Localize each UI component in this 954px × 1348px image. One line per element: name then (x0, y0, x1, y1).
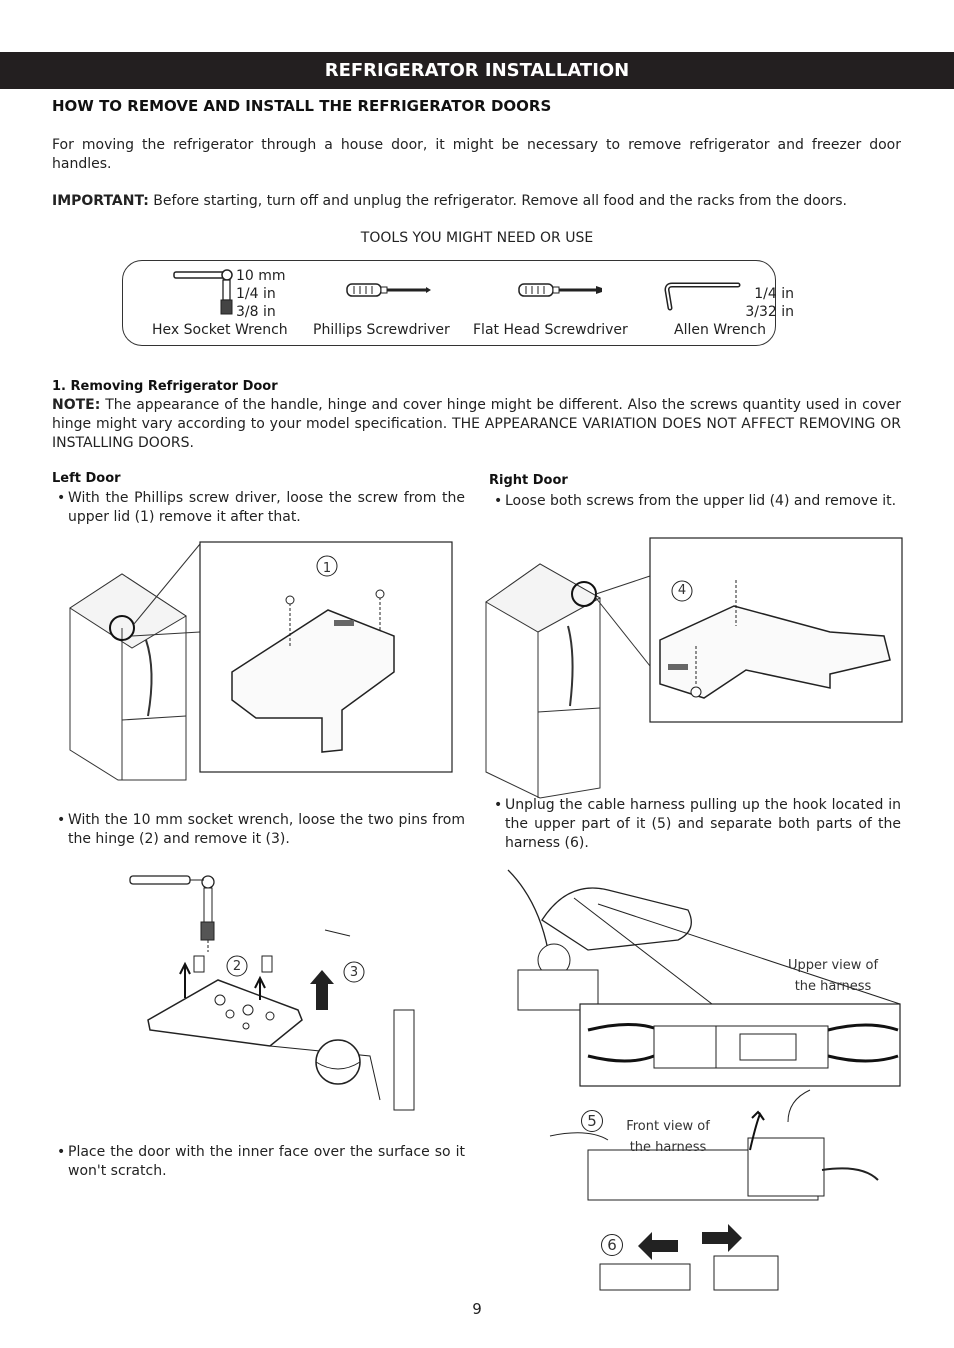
bullet-dot: • (494, 493, 503, 509)
phillips-label: Phillips Screwdriver (313, 322, 450, 338)
bullet-dot: • (494, 797, 503, 813)
hex-wrench-sizes: 10 mm 1/4 in 3/8 in (236, 267, 286, 321)
callout-5: 5 (581, 1110, 603, 1132)
hex-size-quarter: 1/4 in (236, 286, 276, 302)
callout-2: 2 (232, 959, 242, 974)
right-door-title: Right Door (489, 473, 568, 488)
left-step1: •With the Phillips screw driver, loose t… (57, 489, 465, 527)
left-step3-text: Place the door with the inner face over … (68, 1144, 465, 1179)
hex-size-three-eighths: 3/8 in (236, 304, 276, 320)
allen-size-quarter: 1/4 in (754, 286, 794, 302)
flat-head-label: Flat Head Screwdriver (473, 322, 628, 338)
section-title: HOW TO REMOVE AND INSTALL THE REFRIGERAT… (52, 97, 552, 115)
intro-paragraph: For moving the refrigerator through a ho… (52, 137, 901, 172)
right-door-upper-lid-illustration (485, 537, 903, 799)
note-paragraph: NOTE: The appearance of the handle, hing… (52, 396, 901, 453)
right-step1: •Loose both screws from the upper lid (4… (494, 492, 901, 511)
right-door-harness-illustration (507, 869, 901, 1291)
flat-head-screwdriver-icon (518, 283, 602, 297)
bullet-dot: • (57, 490, 66, 506)
phillips-screwdriver-icon (346, 283, 431, 297)
left-door-upper-lid-illustration (69, 541, 453, 781)
left-step2-text: With the 10 mm socket wrench, loose the … (68, 812, 465, 847)
bullet-dot: • (57, 1144, 66, 1160)
front-view-line2: the harness (629, 1140, 707, 1155)
upper-view-line2: the harness (794, 979, 872, 994)
hex-wrench-label: Hex Socket Wrench (152, 322, 288, 338)
front-view-line1: Front view of (626, 1119, 710, 1134)
removing-title: 1. Removing Refrigerator Door (52, 379, 278, 394)
left-door-title: Left Door (52, 471, 121, 486)
important-paragraph: IMPORTANT: Before starting, turn off and… (52, 192, 901, 211)
left-step2: •With the 10 mm socket wrench, loose the… (57, 811, 465, 849)
page-header-title: REFRIGERATOR INSTALLATION (324, 60, 630, 81)
upper-view-callout: Upper view of the harness (779, 955, 887, 997)
important-text: Before starting, turn off and unplug the… (148, 193, 847, 209)
callout-1: 1 (322, 561, 332, 576)
note-label: NOTE: (52, 397, 101, 413)
allen-size-three-thirtyseconds: 3/32 in (745, 304, 794, 320)
left-step3: •Place the door with the inner face over… (57, 1143, 465, 1181)
right-step1-text: Loose both screws from the upper lid (4)… (505, 493, 897, 509)
callout-3: 3 (349, 965, 359, 980)
front-view-callout: Front view of the harness (620, 1116, 716, 1158)
page-number: 9 (472, 1300, 482, 1318)
allen-wrench-sizes: 1/4 in 3/32 in (738, 285, 794, 321)
note-text: The appearance of the handle, hinge and … (52, 397, 901, 451)
hex-size-10mm: 10 mm (236, 268, 286, 284)
bullet-dot: • (57, 812, 66, 828)
callout-4: 4 (677, 583, 687, 598)
left-step1-text: With the Phillips screw driver, loose th… (68, 490, 465, 525)
allen-wrench-label: Allen Wrench (674, 322, 767, 338)
upper-view-line1: Upper view of (787, 958, 879, 973)
tools-caption: TOOLS YOU MIGHT NEED OR USE (360, 230, 594, 246)
hex-socket-wrench-icon (173, 269, 233, 315)
page-header-bar: REFRIGERATOR INSTALLATION (0, 52, 954, 89)
allen-wrench-icon (664, 282, 741, 311)
left-door-hinge-illustration (129, 875, 415, 1111)
right-step2: •Unplug the cable harness pulling up the… (494, 796, 901, 853)
callout-6: 6 (601, 1234, 623, 1256)
tools-box (122, 260, 776, 346)
right-step2-text: Unplug the cable harness pulling up the … (505, 797, 901, 851)
important-label: IMPORTANT: (52, 193, 149, 209)
